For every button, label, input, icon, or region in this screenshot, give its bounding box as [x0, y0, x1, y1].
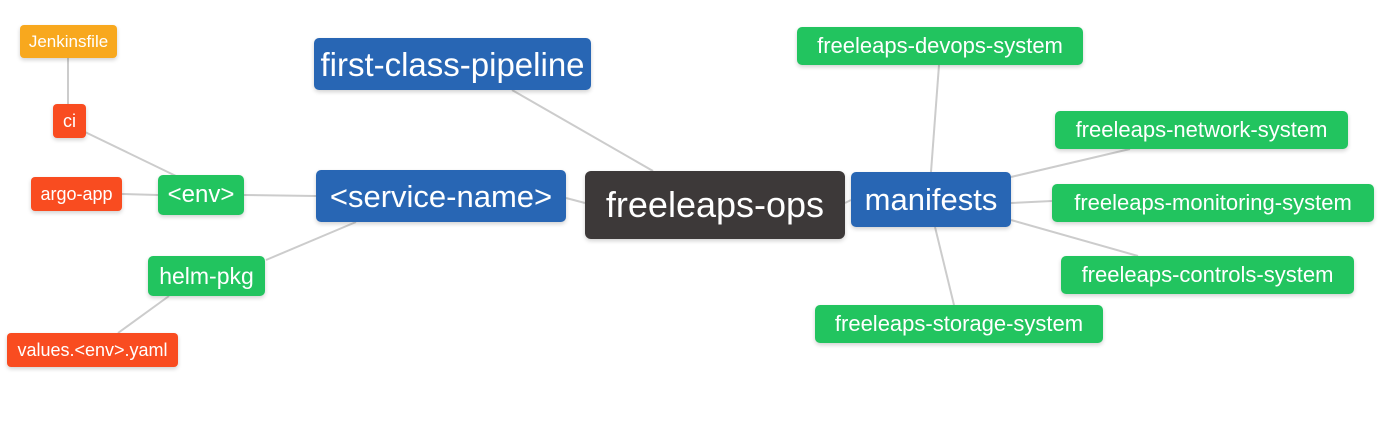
edge-manifests-network: [1010, 148, 1131, 178]
edge-argo-app-env: [121, 193, 159, 196]
node-freeleaps-network-system[interactable]: freeleaps-network-system: [1055, 111, 1348, 149]
edge-manifests-devops: [930, 64, 940, 173]
node-first-class-pipeline[interactable]: first-class-pipeline: [314, 38, 591, 90]
edge-ci-env: [84, 131, 177, 177]
node-values-env-yaml[interactable]: values.<env>.yaml: [7, 333, 178, 367]
edge-values-helm-pkg: [117, 295, 170, 334]
edge-manifests-storage: [934, 226, 955, 306]
node-argo-app[interactable]: argo-app: [31, 177, 122, 211]
node-service-name[interactable]: <service-name>: [316, 170, 566, 222]
edge-ops-manifests: [844, 199, 852, 204]
edge-manifests-monitoring: [1010, 200, 1053, 204]
node-freeleaps-controls-system[interactable]: freeleaps-controls-system: [1061, 256, 1354, 294]
edge-env-service-name: [243, 194, 317, 197]
node-manifests[interactable]: manifests: [851, 172, 1011, 227]
node-freeleaps-ops[interactable]: freeleaps-ops: [585, 171, 845, 239]
node-jenkinsfile[interactable]: Jenkinsfile: [20, 25, 117, 58]
edge-manifests-controls: [1010, 219, 1139, 257]
node-freeleaps-storage-system[interactable]: freeleaps-storage-system: [815, 305, 1103, 343]
node-freeleaps-monitoring-system[interactable]: freeleaps-monitoring-system: [1052, 184, 1374, 222]
node-freeleaps-devops-system[interactable]: freeleaps-devops-system: [797, 27, 1083, 65]
node-env[interactable]: <env>: [158, 175, 244, 215]
edge-helm-pkg-service-name: [265, 221, 357, 261]
node-helm-pkg[interactable]: helm-pkg: [148, 256, 265, 296]
node-ci[interactable]: ci: [53, 104, 86, 138]
edge-service-name-ops: [565, 197, 586, 204]
edge-pipeline-ops: [511, 89, 654, 172]
